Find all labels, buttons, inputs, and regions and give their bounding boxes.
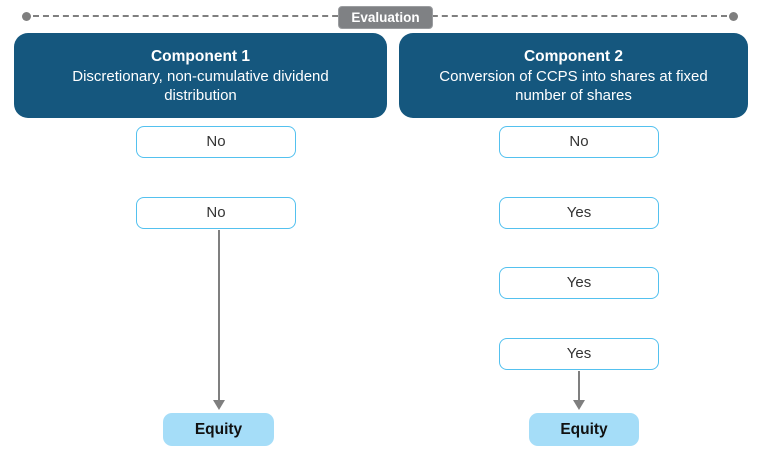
component1-header: Component 1 Discretionary, non-cumulativ… — [14, 33, 387, 118]
timeline-dot-left — [22, 12, 31, 21]
component2-arrow-head-icon — [573, 400, 585, 410]
component2-arrow-line — [578, 371, 580, 400]
component2-answer-2: Yes — [499, 197, 659, 229]
component2-result-box: Equity — [529, 413, 639, 446]
evaluation-label: Evaluation — [338, 6, 433, 29]
component1-title: Component 1 — [150, 47, 251, 65]
component1-answer-2: No — [136, 197, 296, 229]
component2-answer-3: Yes — [499, 267, 659, 299]
component2-header: Component 2 Conversion of CCPS into shar… — [399, 33, 748, 118]
component1-arrow-line — [218, 230, 220, 400]
timeline-dot-right — [729, 12, 738, 21]
component2-answer-1: No — [499, 126, 659, 158]
component1-arrow-head-icon — [213, 400, 225, 410]
component1-answer-1: No — [136, 126, 296, 158]
component2-answer-4: Yes — [499, 338, 659, 370]
component1-description: Discretionary, non-cumulative dividend d… — [72, 67, 329, 104]
component2-description: Conversion of CCPS into shares at fixed … — [439, 67, 708, 104]
component2-title: Component 2 — [523, 47, 624, 65]
component1-result-box: Equity — [163, 413, 274, 446]
